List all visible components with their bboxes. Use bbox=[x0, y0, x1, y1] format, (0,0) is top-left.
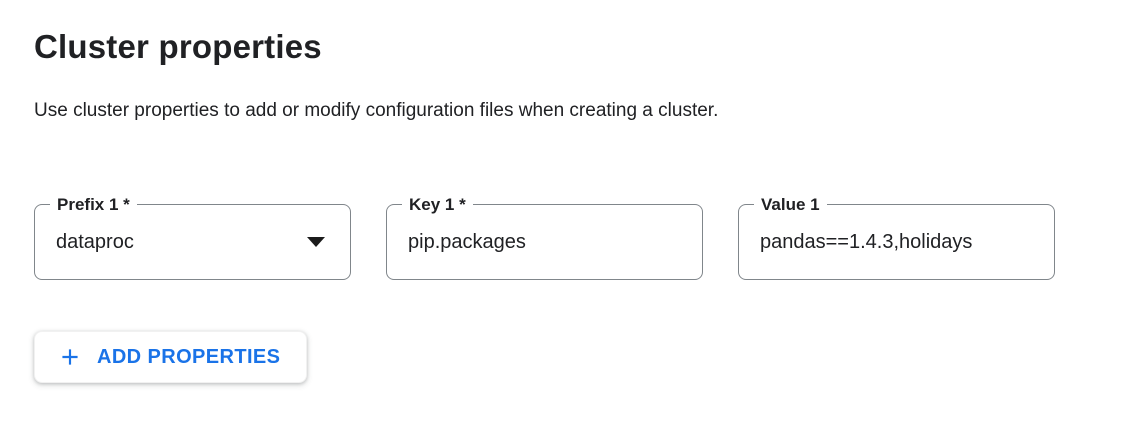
prefix-label: Prefix 1 * bbox=[50, 194, 137, 215]
dropdown-arrow-icon bbox=[307, 237, 325, 247]
page-description: Use cluster properties to add or modify … bbox=[34, 100, 719, 121]
value-label: Value 1 bbox=[754, 194, 827, 215]
key-input[interactable] bbox=[387, 205, 702, 279]
value-input[interactable] bbox=[739, 205, 1054, 279]
page-title: Cluster properties bbox=[34, 28, 322, 65]
key-field: Key 1 * bbox=[386, 194, 703, 280]
cluster-properties-section: Cluster properties Use cluster propertie… bbox=[34, 28, 1088, 383]
property-row: Prefix 1 * dataproc Key 1 * Value 1 bbox=[34, 194, 1088, 280]
prefix-select[interactable]: Prefix 1 * dataproc bbox=[34, 194, 351, 280]
prefix-selected-value: dataproc bbox=[56, 230, 134, 253]
value-field: Value 1 bbox=[738, 194, 1055, 280]
key-label: Key 1 * bbox=[402, 194, 473, 215]
add-properties-button[interactable]: ADD PROPERTIES bbox=[34, 331, 308, 383]
plus-icon bbox=[57, 344, 83, 370]
add-properties-label: ADD PROPERTIES bbox=[97, 346, 281, 368]
